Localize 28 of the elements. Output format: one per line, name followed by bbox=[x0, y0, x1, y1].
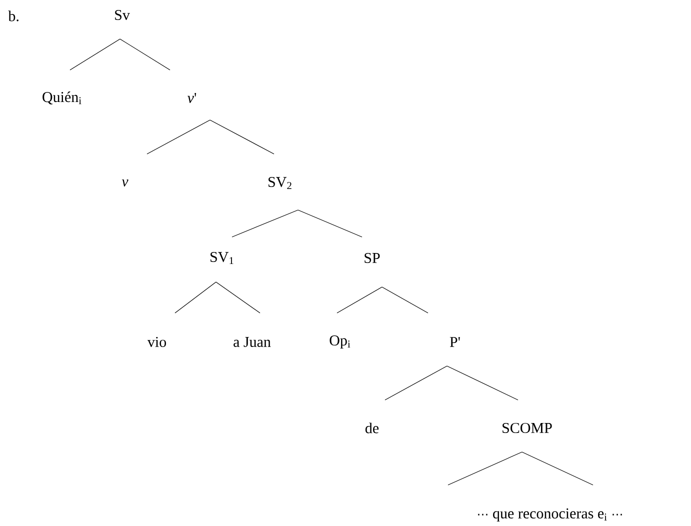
tree-branch bbox=[382, 286, 428, 314]
tree-node-label: SCOMP bbox=[502, 422, 552, 434]
tree-node-label: SP bbox=[364, 252, 380, 264]
tree-branch bbox=[210, 120, 274, 154]
tree-branch bbox=[146, 120, 210, 154]
tree-node-label: P' bbox=[450, 337, 460, 347]
example-letter: b. bbox=[8, 10, 18, 22]
tree-branch bbox=[384, 366, 448, 400]
tree-branch bbox=[216, 282, 260, 314]
tree-node-label: Op$_{i}$ bbox=[330, 335, 350, 349]
tree-node-label: vio bbox=[147, 336, 166, 348]
tree-node-label: ⋯ que reconocieras e$_{i}$ ⋯ bbox=[478, 508, 622, 522]
tree-branch bbox=[174, 282, 216, 314]
tree-branch bbox=[336, 286, 382, 314]
tree-branch bbox=[120, 38, 170, 70]
tree-branch bbox=[232, 210, 298, 238]
tree-node-label: v bbox=[122, 179, 128, 186]
tree-node-label: de bbox=[365, 422, 379, 434]
tree-branch bbox=[446, 366, 518, 400]
tree-branch bbox=[298, 210, 362, 238]
tree-branch bbox=[70, 38, 120, 70]
tree-node-label: SV$_{1}$ bbox=[210, 252, 234, 264]
tree-branch bbox=[448, 452, 594, 486]
tree-node-label: a Juan bbox=[234, 337, 271, 347]
tree-node-label: SV$_{2}$ bbox=[268, 176, 292, 190]
tree-node-label: Quién$_{i}$ bbox=[42, 92, 82, 104]
tree-node-label: v' bbox=[188, 93, 196, 103]
tree-node-label: Sv bbox=[115, 10, 130, 20]
